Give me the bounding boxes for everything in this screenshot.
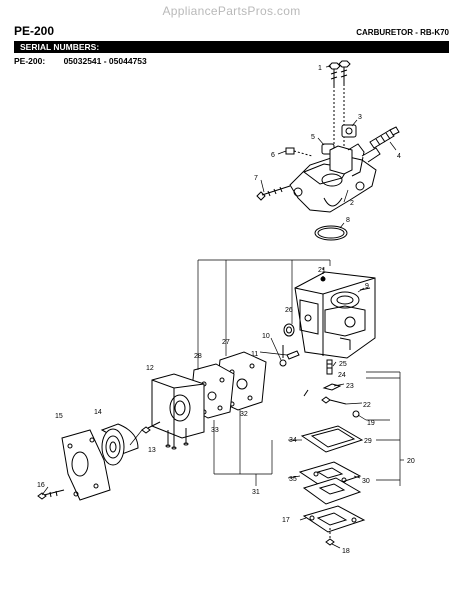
part-18-screw: [325, 528, 335, 546]
part-17-diaphragm-cover: [302, 505, 366, 533]
callout-26: 26: [285, 307, 293, 314]
part-35-diaphragm: [298, 461, 362, 489]
callout-11: 11: [251, 351, 258, 358]
part-15-flange-plate: [61, 429, 111, 501]
callout-14: 14: [94, 409, 102, 416]
callout-27: 27: [222, 339, 230, 346]
part-3-fitting: [341, 124, 357, 138]
callout-28: 28: [194, 353, 202, 360]
part-2-throttle-body: [289, 143, 381, 213]
callout-33: 33: [211, 427, 219, 434]
callout-25: 25: [339, 361, 347, 368]
callout-19: 19: [367, 420, 375, 427]
part-9-carburetor-body: [294, 271, 376, 359]
callout-12: 12: [146, 365, 154, 372]
part-8-gasket-ring: [314, 225, 348, 241]
callout-1: 1: [318, 65, 322, 72]
callout-22: 22: [363, 402, 371, 409]
part-12-pump-body: [151, 373, 205, 450]
callout-4: 4: [397, 153, 401, 160]
leader-lines: [41, 65, 404, 549]
callout-7: 7: [254, 175, 258, 182]
part-26-plug: [283, 323, 295, 337]
callout-35: 35: [289, 476, 297, 483]
part-34-gasket: [300, 425, 364, 453]
callout-29: 29: [364, 438, 372, 445]
callout-16: 16: [37, 482, 45, 489]
callout-15: 15: [55, 413, 63, 420]
part-6-screw: [285, 147, 313, 157]
callout-31: 31: [252, 489, 260, 496]
part-4-adjuster-plug: [369, 126, 400, 149]
callout-32: 32: [240, 411, 248, 418]
callout-6: 6: [271, 152, 275, 159]
part-22-screw: [321, 396, 347, 405]
watermark: AppliancePartsPros.com: [162, 4, 301, 18]
part-16-screw: [37, 489, 65, 500]
part-title: CARBURETOR - RB-K70: [356, 28, 449, 37]
part-1-screws: [328, 60, 351, 88]
callout-10: 10: [262, 333, 270, 340]
part-11-spring: [286, 350, 300, 360]
callout-8: 8: [346, 217, 350, 224]
callout-13: 13: [148, 447, 156, 454]
part-24-pin: [303, 389, 309, 397]
model-number: PE-200: [14, 24, 55, 38]
callout-24: 24: [338, 372, 346, 379]
serial-range-row: PE-200: 05032541 - 05044753: [14, 56, 147, 66]
part-23-lever: [322, 383, 342, 391]
callout-18: 18: [342, 548, 350, 555]
callout-5: 5: [311, 134, 315, 141]
part-13-screw: [141, 421, 161, 434]
callout-17: 17: [282, 517, 290, 524]
part-14-cup: [100, 423, 139, 466]
serial-range: 05032541 - 05044753: [63, 56, 147, 66]
part-30-gasket: [302, 477, 362, 505]
callout-9: 9: [365, 283, 369, 290]
callout-34: 34: [289, 437, 297, 444]
callout-3: 3: [358, 114, 362, 121]
serial-model-label: PE-200:: [14, 56, 46, 66]
callout-30: 30: [362, 478, 370, 485]
part-19-washer: [352, 410, 360, 418]
callout-21: 21: [318, 267, 326, 274]
part-7-screw: [256, 185, 291, 201]
part-10-valve: [279, 345, 287, 367]
part-25-needle: [326, 359, 333, 375]
serial-numbers-heading: SERIAL NUMBERS:: [20, 42, 100, 52]
callout-2: 2: [350, 200, 354, 207]
serial-numbers-bar: SERIAL NUMBERS:: [14, 41, 449, 53]
callout-23: 23: [346, 383, 354, 390]
callout-20: 20: [407, 458, 415, 465]
